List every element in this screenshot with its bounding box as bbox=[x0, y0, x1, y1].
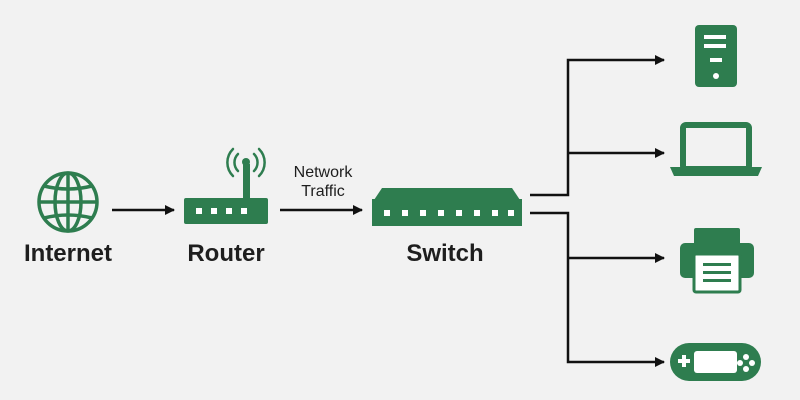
network-traffic-line2: Traffic bbox=[301, 183, 345, 200]
wireless-router-icon bbox=[184, 147, 268, 224]
internet-label: Internet bbox=[23, 240, 112, 267]
laptop-icon bbox=[670, 122, 762, 176]
network-traffic-label: Network Traffic bbox=[280, 163, 366, 201]
router-label: Router bbox=[187, 240, 265, 267]
globe-icon bbox=[37, 171, 99, 233]
switch-to-devices-connectors bbox=[530, 55, 665, 367]
network-traffic-line1: Network bbox=[293, 164, 353, 181]
switch-label: Switch bbox=[406, 240, 484, 267]
game-controller-icon bbox=[670, 343, 761, 381]
network-switch-icon bbox=[372, 188, 522, 226]
server-icon bbox=[695, 25, 737, 87]
printer-icon bbox=[680, 228, 754, 294]
